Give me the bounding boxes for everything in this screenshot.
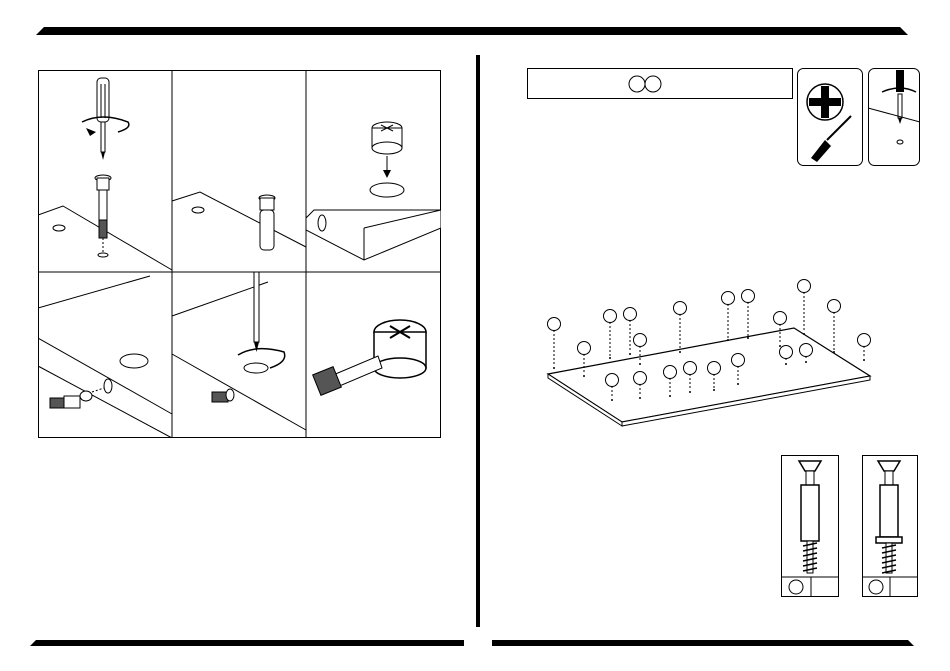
hole-dot: [639, 397, 641, 399]
cam-lock-top-icon: [244, 363, 268, 373]
hole-dot: [689, 391, 691, 393]
step-cell-top-1: [38, 78, 172, 270]
hole-dot: [785, 363, 787, 365]
hole-dot: [639, 363, 641, 365]
top-banner: [36, 27, 908, 35]
hole-icon: [53, 225, 65, 231]
part-label-circle: [708, 362, 721, 375]
step-cell-top-2: [172, 192, 306, 250]
part-label-circle: [606, 374, 619, 387]
cam-lock-closeup-icon: [374, 320, 426, 378]
part-label-circle: [548, 318, 561, 331]
cam-bolt-icon: [95, 175, 111, 238]
part-label-circle: [664, 366, 677, 379]
part-circle-1: [629, 76, 645, 92]
cam-lock-icon: [372, 122, 402, 154]
hole-dot: [629, 353, 631, 355]
screwdriver-icon: [97, 78, 109, 160]
part-label-circle: [732, 354, 745, 367]
part-label-circle: [722, 292, 735, 305]
hole-dot: [553, 367, 555, 369]
part-label-circle: [800, 344, 813, 357]
hole-dot: [747, 337, 749, 339]
board-edge: [172, 192, 306, 247]
hole-dot: [833, 351, 835, 353]
part-label-circle: [828, 300, 841, 313]
hole-dot: [679, 351, 681, 353]
board-edge: [306, 210, 441, 260]
fastener-box-2: [862, 455, 918, 597]
fastener-label-circle-2: [869, 580, 883, 594]
cam-bolt-icon: [212, 389, 234, 402]
part-label-circle: [624, 308, 637, 321]
hole-icon: [192, 207, 204, 213]
part-label-circle: [780, 346, 793, 359]
part-label-circle: [674, 302, 687, 315]
hole-icon: [370, 183, 404, 197]
hole-dot: [713, 389, 715, 391]
tool-callout-2: [868, 68, 920, 166]
panel-diagram: [540, 270, 880, 430]
step-cell-bottom-1: [38, 276, 172, 438]
screwdriver-icon: [254, 272, 259, 352]
step-cell-bottom-2: [172, 272, 306, 430]
cam-lock-top-icon: [120, 354, 148, 368]
hole-dot: [805, 361, 807, 363]
step-grid: [38, 70, 441, 438]
hole-dot: [727, 339, 729, 341]
fastener-label-circle-1: [789, 580, 803, 594]
part-circles: [627, 74, 663, 94]
hole-dot: [669, 395, 671, 397]
part-label-circle: [684, 362, 697, 375]
part-circle-2: [645, 76, 661, 92]
cam-bolt-icon: [50, 391, 92, 408]
hole-dot: [609, 357, 611, 359]
hole-dot: [583, 375, 585, 377]
part-label-circle: [858, 334, 871, 347]
hole-dot: [803, 333, 805, 335]
part-label-circle: [578, 342, 591, 355]
part-label-circle: [798, 280, 811, 293]
tool-callout-1: [797, 68, 863, 166]
hole-dot: [779, 345, 781, 347]
step-cell-top-3: [306, 122, 441, 260]
step-cell-bottom-3: [313, 320, 426, 395]
hole-dot: [611, 399, 613, 401]
part-label-circle: [634, 372, 647, 385]
part-label-circle: [742, 290, 755, 303]
part-label-circle: [604, 310, 617, 323]
cam-bolt-icon: [259, 195, 275, 250]
bottom-bar-right: [492, 640, 914, 646]
fastener-box-1: [781, 455, 839, 597]
part-label-circle: [774, 312, 787, 325]
center-divider: [476, 55, 480, 627]
hole-dot: [863, 359, 865, 361]
part-label-circle: [634, 334, 647, 347]
hole-dot: [737, 383, 739, 385]
down-arrow-icon: [383, 170, 391, 178]
bottom-bar-left: [30, 640, 464, 646]
side-hole-icon: [104, 379, 112, 393]
cam-bolt-closeup-icon: [313, 356, 382, 395]
